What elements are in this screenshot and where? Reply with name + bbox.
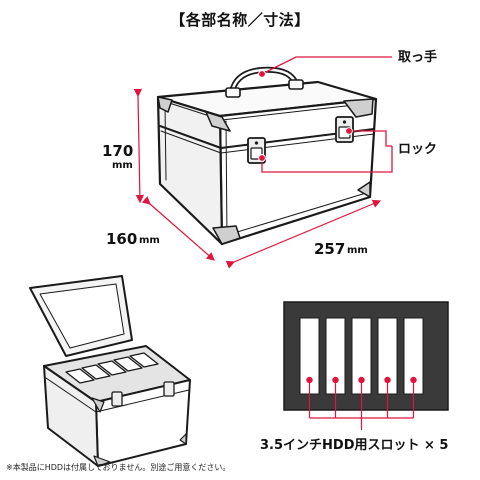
corner-guard xyxy=(343,98,374,118)
callout-lines xyxy=(258,56,393,173)
slot-rects xyxy=(299,317,424,395)
closed-case-illustration xyxy=(156,66,378,246)
depth-unit: mm xyxy=(139,235,160,246)
handle-callout-line xyxy=(261,56,392,75)
height-value: 170 xyxy=(102,142,134,160)
corner-guard xyxy=(205,111,231,132)
page-title: 【各部名称／寸法】 xyxy=(170,11,310,29)
case-lock-left xyxy=(247,137,266,164)
depth-dimension-line xyxy=(141,196,215,261)
lock-callout-line xyxy=(261,146,393,173)
lid-seam xyxy=(159,125,375,149)
height-unit: mm xyxy=(112,160,133,171)
slot-caption: 3.5インチHDD用スロット × 5 xyxy=(260,438,449,453)
open-case-illustration xyxy=(29,275,191,467)
depth-value: 160 xyxy=(106,230,138,248)
corner-guard xyxy=(157,96,173,113)
width-value: 257 xyxy=(314,240,346,258)
slot-top-view xyxy=(283,301,449,430)
width-unit: mm xyxy=(347,245,368,256)
corner-guard xyxy=(212,225,241,245)
corner-guard xyxy=(357,181,371,198)
open-case-slots xyxy=(65,352,159,384)
slot-bracket xyxy=(308,380,415,430)
dimension-lines xyxy=(133,88,382,269)
handle-label: 取っ手 xyxy=(398,50,438,65)
lock-label: ロック xyxy=(398,142,438,157)
height-dimension-line xyxy=(133,88,145,204)
width-dimension-line xyxy=(225,199,382,269)
footnote: ※本製品にHDDは付属しておりません。別途ご用意ください。 xyxy=(6,463,231,472)
